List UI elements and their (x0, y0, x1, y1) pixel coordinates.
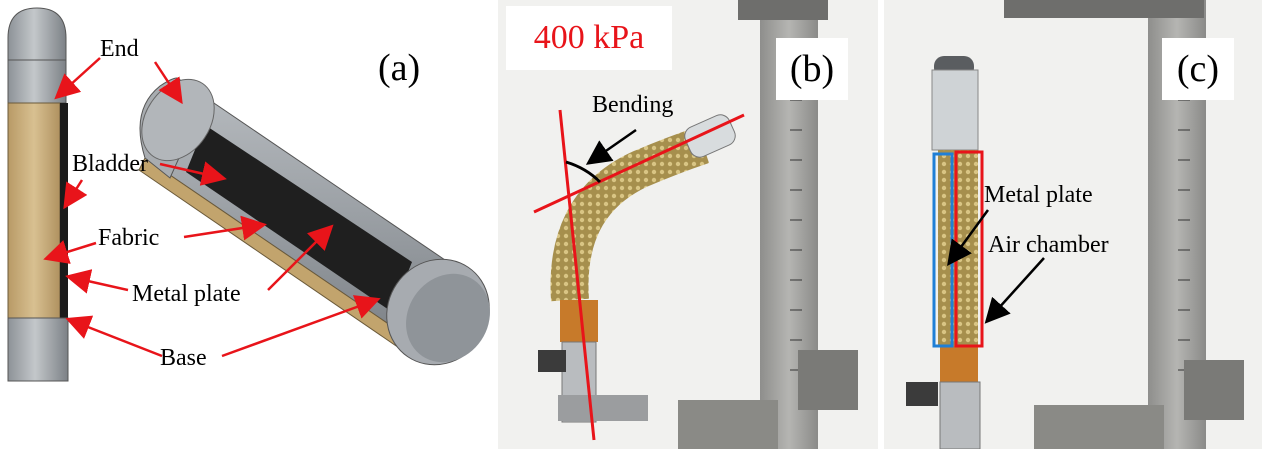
cad-diagram: End Bladder Fabric Metal plate Base (a) (7, 7, 490, 382)
metal-plate-label: Metal plate (984, 182, 1093, 208)
air-chamber-label: Air chamber (988, 232, 1109, 258)
bladder-strip (60, 103, 68, 318)
base-cap (7, 317, 69, 382)
panel-a-cad-model: End Bladder Fabric Metal plate Base (a) (0, 0, 494, 449)
arrow-base-right (221, 295, 381, 358)
fabric-strip (7, 102, 61, 319)
pressure-label: 400 kPa (533, 19, 645, 56)
arrow-fabric-left (43, 240, 97, 264)
label-bladder: Bladder (72, 151, 148, 177)
arrow-metal-left (65, 269, 129, 294)
annotation-arrows (43, 57, 381, 358)
panel-c-tag: (c) (1176, 48, 1220, 90)
arrow-end-right (153, 61, 183, 105)
bending-angle-arc (565, 160, 602, 184)
label-metal-plate: Metal plate (132, 281, 241, 307)
end-cap-top (7, 7, 67, 61)
label-fabric: Fabric (98, 225, 159, 251)
bent-actuator-mesh (550, 126, 710, 302)
bending-reference-lines (533, 109, 745, 441)
actuator-base (939, 381, 981, 449)
arrow-bladder-left (63, 179, 88, 210)
label-end: End (100, 36, 139, 62)
arrow-bladder-right (159, 161, 227, 186)
panel-b-tag-box: (b) (776, 38, 848, 100)
pressure-label-box: 400 kPa (506, 6, 672, 70)
arrow-end-left (54, 57, 101, 100)
panel-c-tag-box: (c) (1162, 38, 1234, 100)
panel-b-photo-bending: 400 kPa Bending (b) (498, 0, 878, 449)
actuator-end-cap (931, 69, 979, 151)
isometric-actuator (138, 77, 490, 366)
panel-a-tag: (a) (378, 47, 420, 89)
arrow-metal-right (267, 224, 334, 291)
label-base: Base (160, 345, 207, 371)
end-cap-body (7, 59, 67, 104)
bending-label: Bending (592, 92, 674, 118)
panel-c-photo-straight: Metal plate Air chamber (c) (884, 0, 1262, 449)
arrow-fabric-right (183, 215, 267, 241)
panel-b-tag: (b) (789, 48, 835, 90)
actuator-band (940, 346, 978, 382)
arrow-base-left (65, 315, 163, 358)
vertical-actuator (7, 7, 69, 382)
actuator-mesh (938, 150, 978, 346)
